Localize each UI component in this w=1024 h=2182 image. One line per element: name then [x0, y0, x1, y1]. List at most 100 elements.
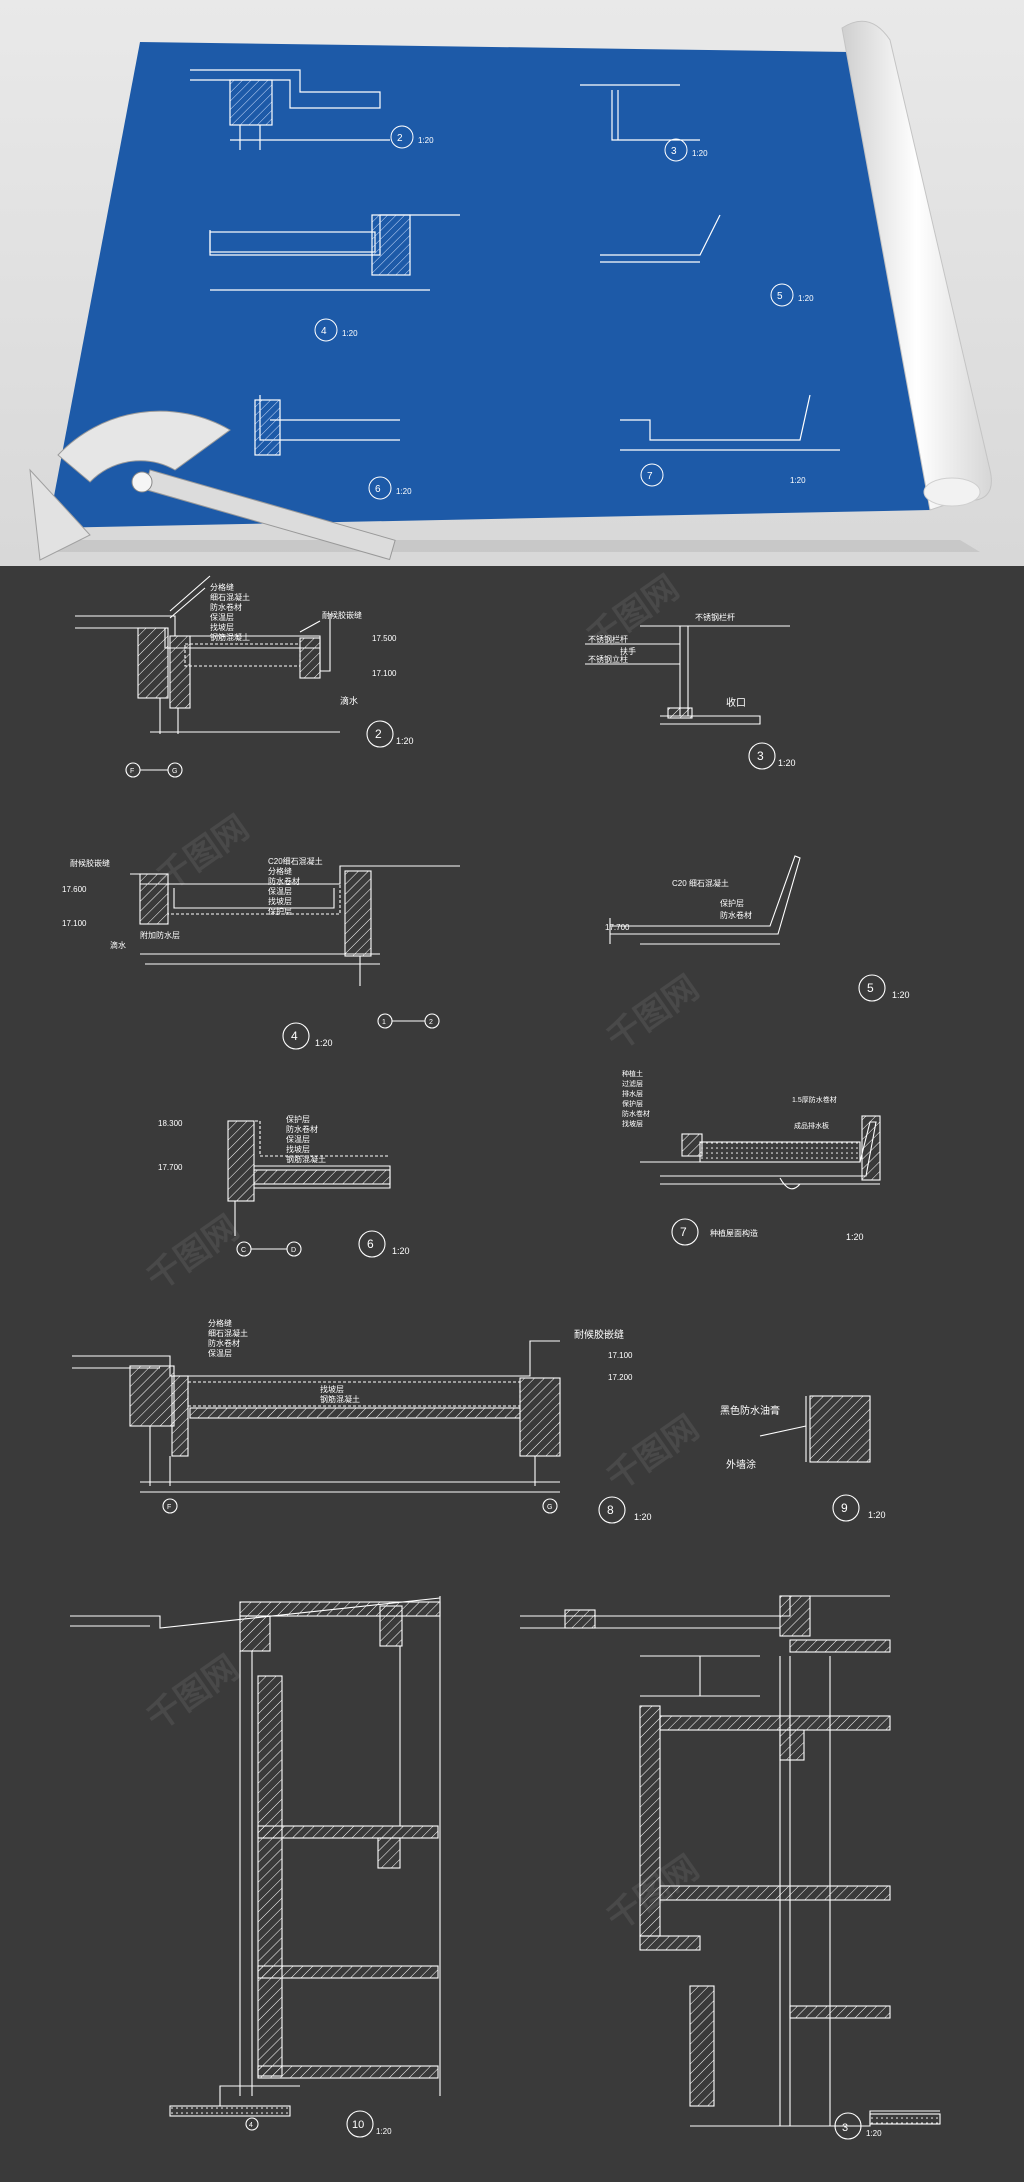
svg-text:黑色防水油膏: 黑色防水油膏: [720, 1404, 780, 1417]
svg-text:保护层: 保护层: [622, 1099, 643, 1108]
svg-text:G: G: [172, 768, 177, 775]
svg-text:6: 6: [367, 1237, 374, 1251]
detail-2: [75, 575, 394, 778]
d2-note: 分格缝: [210, 582, 234, 592]
svg-text:1:20: 1:20: [866, 2129, 882, 2138]
svg-text:2: 2: [429, 1019, 433, 1026]
detail-section-right: [520, 1595, 941, 2140]
svg-text:17.100: 17.100: [372, 669, 397, 678]
svg-text:C: C: [241, 1247, 246, 1254]
svg-text:1:20: 1:20: [798, 294, 814, 303]
cad-drawing-svg: 分格缝 细石混凝土 防水卷材 保温层 找坡层 钢筋混凝土 耐候胶嵌缝 滴水 17…: [62, 575, 941, 2140]
svg-text:4: 4: [291, 1029, 298, 1043]
svg-text:不锈钢立柱: 不锈钢立柱: [588, 654, 628, 664]
svg-text:种植屋面构造: 种植屋面构造: [710, 1228, 758, 1238]
svg-text:滴水: 滴水: [110, 940, 126, 950]
svg-text:17.500: 17.500: [372, 634, 397, 643]
svg-text:耐候胶嵌缝: 耐候胶嵌缝: [322, 610, 362, 620]
svg-text:保护层: 保护层: [268, 906, 292, 916]
svg-text:过滤层: 过滤层: [622, 1079, 643, 1088]
svg-text:防水卷材: 防水卷材: [286, 1124, 318, 1134]
svg-text:1:20: 1:20: [315, 1038, 333, 1048]
cad-detail-sheet: 千图网 千图网 千图网 千图网 千图网 千图网 千图网: [0, 566, 1024, 2182]
svg-text:防水卷材: 防水卷材: [208, 1338, 240, 1348]
svg-text:保温层: 保温层: [268, 886, 292, 896]
svg-text:1:20: 1:20: [778, 758, 796, 768]
detail-7: [640, 1115, 881, 1246]
svg-text:7: 7: [647, 471, 653, 482]
detail-9: [759, 1395, 871, 1522]
svg-text:8: 8: [607, 1503, 614, 1517]
detail-4: [130, 865, 460, 1050]
svg-text:1: 1: [382, 1019, 386, 1026]
svg-text:F: F: [167, 1504, 171, 1511]
svg-text:18.300: 18.300: [158, 1119, 183, 1128]
svg-text:1:20: 1:20: [392, 1246, 410, 1256]
svg-text:D: D: [291, 1247, 296, 1254]
svg-text:防水卷材: 防水卷材: [622, 1109, 650, 1118]
svg-text:5: 5: [867, 981, 874, 995]
svg-text:找坡层: 找坡层: [622, 1119, 643, 1128]
svg-text:外墙涂: 外墙涂: [726, 1458, 756, 1471]
svg-text:F: F: [130, 768, 134, 775]
blueprint-drawings: [190, 69, 840, 456]
svg-text:1:20: 1:20: [846, 1232, 864, 1242]
svg-text:保温层: 保温层: [286, 1134, 310, 1144]
svg-text:C20 细石混凝土: C20 细石混凝土: [672, 878, 729, 888]
svg-text:钢筋混凝土: 钢筋混凝土: [286, 1154, 326, 1164]
svg-text:17.700: 17.700: [158, 1163, 183, 1172]
svg-text:扶手: 扶手: [620, 646, 636, 656]
svg-text:种植土: 种植土: [622, 1069, 643, 1078]
svg-text:1:20: 1:20: [892, 990, 910, 1000]
svg-text:9: 9: [841, 1501, 848, 1515]
detail-10: [70, 1596, 441, 2138]
svg-text:17.700: 17.700: [605, 923, 630, 932]
svg-text:找坡层: 找坡层: [286, 1144, 310, 1154]
svg-text:钢筋混凝土: 钢筋混凝土: [210, 632, 250, 642]
svg-text:17.600: 17.600: [62, 885, 87, 894]
svg-text:细石混凝土: 细石混凝土: [210, 592, 250, 602]
bp-detail-number: 2: [397, 133, 403, 144]
svg-text:耐候胶嵌缝: 耐候胶嵌缝: [70, 858, 110, 868]
svg-text:3: 3: [757, 749, 764, 763]
svg-text:C20细石混凝土: C20细石混凝土: [268, 856, 323, 866]
svg-text:不锈钢栏杆: 不锈钢栏杆: [695, 612, 735, 622]
svg-text:保温层: 保温层: [210, 612, 234, 622]
protractor-icon: [29, 410, 396, 561]
svg-text:保护层: 保护层: [720, 898, 744, 908]
svg-text:10: 10: [352, 2119, 364, 2131]
svg-text:17.200: 17.200: [608, 1373, 633, 1382]
svg-text:耐候胶嵌缝: 耐候胶嵌缝: [574, 1328, 624, 1341]
svg-text:5: 5: [777, 291, 783, 302]
svg-text:滴水: 滴水: [340, 695, 358, 706]
detail-6: [227, 1120, 391, 1258]
svg-text:1:20: 1:20: [342, 329, 358, 338]
detail-3: [585, 625, 790, 770]
svg-text:1:20: 1:20: [868, 1510, 886, 1520]
svg-text:3: 3: [842, 2122, 848, 2134]
detail-8: [72, 1340, 626, 1524]
blueprint-mockup-svg: 2 1:20 3 1:20 4 1:20 5 1:20 6 1:20 7 1:2…: [29, 20, 992, 561]
svg-text:4: 4: [249, 2122, 253, 2129]
svg-text:找坡层: 找坡层: [210, 622, 234, 632]
svg-text:G: G: [547, 1504, 552, 1511]
svg-text:1:20: 1:20: [376, 2127, 392, 2136]
svg-text:1:20: 1:20: [634, 1512, 652, 1522]
svg-text:3: 3: [671, 146, 677, 157]
svg-text:1:20: 1:20: [692, 149, 708, 158]
svg-text:保护层: 保护层: [286, 1114, 310, 1124]
svg-text:1.5厚防水卷材: 1.5厚防水卷材: [792, 1095, 837, 1104]
svg-text:收口: 收口: [726, 696, 746, 709]
svg-text:不锈钢栏杆: 不锈钢栏杆: [588, 634, 628, 644]
svg-text:细石混凝土: 细石混凝土: [208, 1328, 248, 1338]
svg-text:7: 7: [680, 1225, 687, 1239]
svg-text:17.100: 17.100: [62, 919, 87, 928]
svg-text:附加防水层: 附加防水层: [140, 930, 180, 940]
svg-text:找坡层: 找坡层: [320, 1384, 344, 1394]
svg-text:成品排水板: 成品排水板: [794, 1121, 829, 1130]
svg-text:17.100: 17.100: [608, 1351, 633, 1360]
blueprint-mockup: 2 1:20 3 1:20 4 1:20 5 1:20 6 1:20 7 1:2…: [0, 0, 1024, 566]
detail-5: [609, 855, 886, 1002]
svg-text:保温层: 保温层: [208, 1348, 232, 1358]
svg-text:分格缝: 分格缝: [268, 866, 292, 876]
